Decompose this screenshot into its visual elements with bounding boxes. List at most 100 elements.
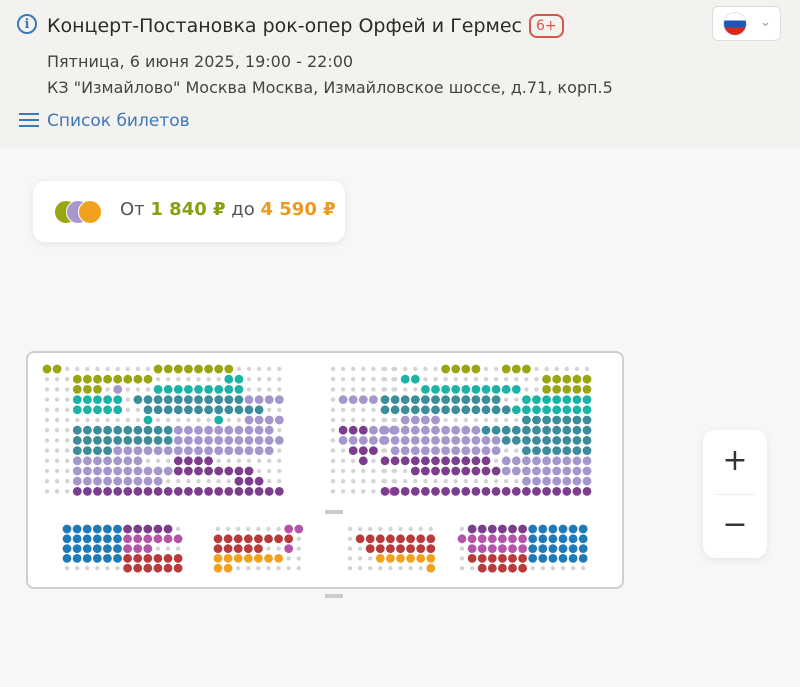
seat[interactable] xyxy=(204,446,214,455)
seat[interactable] xyxy=(163,385,173,394)
seat[interactable] xyxy=(214,385,224,394)
seat[interactable] xyxy=(582,456,592,466)
seat[interactable] xyxy=(103,466,112,476)
seat[interactable] xyxy=(471,436,481,445)
seat[interactable] xyxy=(42,364,52,374)
seat[interactable] xyxy=(491,466,501,476)
seat[interactable] xyxy=(274,534,283,544)
seat[interactable] xyxy=(400,446,410,455)
seat[interactable] xyxy=(538,544,548,553)
seat[interactable] xyxy=(532,395,541,404)
seat[interactable] xyxy=(103,456,112,466)
seat[interactable] xyxy=(542,446,551,455)
seat[interactable] xyxy=(204,405,214,415)
seat[interactable] xyxy=(184,487,193,496)
seat[interactable] xyxy=(143,466,153,476)
seat[interactable] xyxy=(386,534,395,544)
seat[interactable] xyxy=(421,446,430,455)
seat[interactable] xyxy=(143,554,153,563)
seat[interactable] xyxy=(416,554,426,563)
seat[interactable] xyxy=(532,436,541,445)
seat[interactable] xyxy=(522,395,531,404)
seat[interactable] xyxy=(421,385,430,394)
seat[interactable] xyxy=(338,425,348,435)
seat[interactable] xyxy=(578,534,588,544)
seat[interactable] xyxy=(224,395,234,404)
seat[interactable] xyxy=(421,456,430,466)
seat[interactable] xyxy=(72,476,82,486)
seat[interactable] xyxy=(173,534,183,544)
seat[interactable] xyxy=(390,436,400,445)
seat[interactable] xyxy=(498,554,507,563)
seat[interactable] xyxy=(491,436,501,445)
seat[interactable] xyxy=(72,456,82,466)
seat[interactable] xyxy=(511,385,521,394)
seat[interactable] xyxy=(582,487,592,496)
seat[interactable] xyxy=(133,425,143,435)
seat[interactable] xyxy=(123,487,133,496)
seat[interactable] xyxy=(532,487,541,496)
seat[interactable] xyxy=(552,466,562,476)
seat[interactable] xyxy=(461,425,471,435)
seat[interactable] xyxy=(224,374,234,384)
seat[interactable] xyxy=(390,446,400,455)
seat[interactable] xyxy=(103,534,112,544)
seat[interactable] xyxy=(184,364,193,374)
seat[interactable] xyxy=(123,563,132,573)
seat[interactable] xyxy=(365,544,375,553)
seat[interactable] xyxy=(431,466,440,476)
seat[interactable] xyxy=(244,405,254,415)
seat[interactable] xyxy=(213,554,223,563)
seat[interactable] xyxy=(254,487,264,496)
seat[interactable] xyxy=(552,395,562,404)
seat[interactable] xyxy=(358,436,368,445)
seat[interactable] xyxy=(224,385,234,394)
seat[interactable] xyxy=(461,456,471,466)
seat[interactable] xyxy=(83,385,92,394)
seat[interactable] xyxy=(369,446,378,455)
seat[interactable] xyxy=(214,436,224,445)
seat[interactable] xyxy=(380,425,390,435)
seat[interactable] xyxy=(518,563,527,573)
seat[interactable] xyxy=(421,425,430,435)
seat[interactable] xyxy=(582,476,592,486)
seat[interactable] xyxy=(542,476,551,486)
seat[interactable] xyxy=(501,487,511,496)
seat[interactable] xyxy=(552,405,562,415)
seat[interactable] xyxy=(542,456,551,466)
seat[interactable] xyxy=(274,554,283,563)
seat[interactable] xyxy=(244,395,254,404)
seat[interactable] xyxy=(532,456,541,466)
seat[interactable] xyxy=(82,534,92,544)
seat[interactable] xyxy=(113,374,123,384)
seat[interactable] xyxy=(62,524,72,534)
seat[interactable] xyxy=(416,534,426,544)
seat[interactable] xyxy=(542,487,551,496)
seat[interactable] xyxy=(214,466,224,476)
seat[interactable] xyxy=(498,524,507,534)
seat[interactable] xyxy=(532,405,541,415)
seat[interactable] xyxy=(233,544,243,553)
seat[interactable] xyxy=(274,487,284,496)
seat[interactable] xyxy=(194,425,203,435)
seat[interactable] xyxy=(62,544,72,553)
seat[interactable] xyxy=(93,487,102,496)
seat[interactable] xyxy=(441,456,450,466)
seat[interactable] xyxy=(72,395,82,404)
seat[interactable] xyxy=(204,364,214,374)
seat[interactable] xyxy=(194,405,203,415)
seat[interactable] xyxy=(338,436,348,445)
seat[interactable] xyxy=(568,534,578,544)
seat[interactable] xyxy=(542,374,551,384)
seat[interactable] xyxy=(143,544,153,553)
seat[interactable] xyxy=(538,554,548,563)
seat[interactable] xyxy=(532,466,541,476)
seat[interactable] xyxy=(133,446,143,455)
seat[interactable] xyxy=(233,534,243,544)
seat[interactable] xyxy=(380,405,390,415)
seat[interactable] xyxy=(244,446,254,455)
seat[interactable] xyxy=(62,534,72,544)
seat[interactable] xyxy=(72,446,82,455)
seat[interactable] xyxy=(83,476,92,486)
seat[interactable] xyxy=(113,405,123,415)
